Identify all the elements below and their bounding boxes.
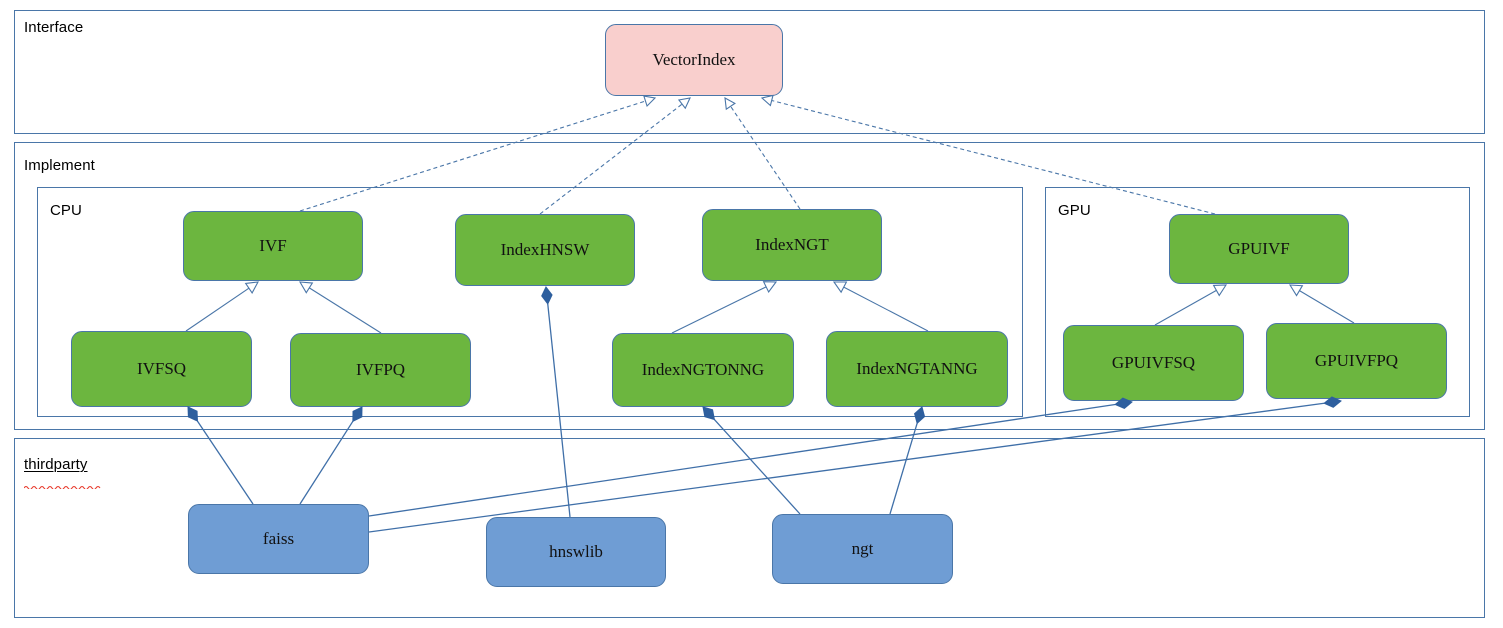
node-hnswlib[interactable]: hnswlib	[486, 517, 666, 587]
node-label-indexhnsw: IndexHNSW	[500, 239, 590, 259]
edge-faiss-to-gpuivfpq	[368, 402, 1325, 533]
edge-ngt-to-indexngtanng-diamond	[914, 406, 926, 425]
container-label-implement: Implement	[24, 157, 95, 174]
edge-indexngtanng-to-indexngt	[843, 286, 929, 332]
edge-gpuivf-to-vectorindex	[771, 99, 1216, 215]
edge-hnswlib-to-indexhnsw-diamond	[541, 286, 553, 305]
edge-gpuivfpq-to-gpuivf-arrowhead	[1288, 284, 1304, 297]
container-label-gpu: GPU	[1058, 202, 1091, 219]
node-label-indexngt: IndexNGT	[755, 234, 829, 254]
node-indexhnsw[interactable]: IndexHNSW	[455, 214, 635, 286]
edge-ivf-to-vectorindex	[299, 100, 646, 212]
node-ngt[interactable]: ngt	[772, 514, 953, 584]
node-label-gpuivf: GPUIVF	[1228, 238, 1290, 258]
edge-ivfpq-to-ivf-arrowhead	[298, 281, 314, 294]
node-ivf[interactable]: IVF	[183, 211, 363, 281]
edge-faiss-to-ivfpq	[299, 420, 354, 505]
container-gpu	[1045, 187, 1470, 417]
edge-gpuivfsq-to-gpuivf-arrowhead	[1212, 284, 1228, 297]
edge-ngt-to-indexngtonng-diamond	[702, 406, 716, 421]
container-implement	[14, 142, 1485, 430]
node-indexngtanng[interactable]: IndexNGTANNG	[826, 331, 1008, 407]
node-label-indexngtonng: IndexNGTONNG	[641, 359, 765, 379]
edge-ivfsq-to-ivf	[185, 287, 250, 332]
node-label-hnswlib: hnswlib	[549, 541, 603, 561]
node-label-indexngtanng: IndexNGTANNG	[856, 358, 978, 378]
node-label-faiss: faiss	[262, 528, 295, 548]
edge-ivfpq-to-ivf	[309, 287, 382, 334]
edge-ivf-to-vectorindex-arrowhead	[643, 95, 657, 108]
node-label-ngt: ngt	[851, 538, 874, 558]
edge-gpuivfsq-to-gpuivf	[1154, 289, 1217, 326]
node-ivfpq[interactable]: IVFPQ	[290, 333, 471, 407]
node-label-gpuivfsq: GPUIVFSQ	[1111, 352, 1196, 372]
container-label-thirdparty: thirdparty	[24, 456, 88, 473]
edge-indexhnsw-to-vectorindex	[539, 103, 683, 215]
container-label-cpu: CPU	[50, 202, 82, 219]
node-gpuivfpq[interactable]: GPUIVFPQ	[1266, 323, 1447, 399]
edge-hnswlib-to-indexhnsw	[547, 303, 571, 518]
node-gpuivfsq[interactable]: GPUIVFSQ	[1063, 325, 1244, 401]
edge-faiss-to-ivfsq	[196, 420, 254, 505]
edge-indexngtonng-to-indexngt-arrowhead	[762, 281, 778, 294]
edge-faiss-to-ivfpq-diamond	[352, 406, 363, 423]
node-label-gpuivfpq: GPUIVFPQ	[1314, 350, 1399, 370]
edge-indexhnsw-to-vectorindex-arrowhead	[677, 97, 691, 110]
node-gpuivf[interactable]: GPUIVF	[1169, 214, 1349, 284]
node-label-ivfpq: IVFPQ	[355, 359, 406, 379]
node-ivfsq[interactable]: IVFSQ	[71, 331, 252, 407]
edge-ngt-to-indexngtonng	[713, 419, 801, 515]
edge-gpuivfpq-to-gpuivf	[1299, 290, 1355, 324]
node-vectorindex[interactable]: VectorIndex	[605, 24, 783, 96]
edge-indexngtanng-to-indexngt-arrowhead	[832, 281, 848, 294]
edge-faiss-to-ivfsq-diamond	[187, 406, 198, 422]
edge-indexngtonng-to-indexngt	[671, 286, 767, 334]
edge-gpuivf-to-vectorindex-arrowhead	[760, 94, 774, 107]
node-faiss[interactable]: faiss	[188, 504, 369, 574]
node-label-ivf: IVF	[259, 235, 287, 255]
edge-faiss-to-gpuivfsq-diamond	[1114, 397, 1133, 409]
container-thirdparty	[14, 438, 1485, 618]
node-label-vectorindex: VectorIndex	[652, 49, 736, 69]
container-cpu	[37, 187, 1023, 417]
edge-ivfsq-to-ivf-arrowhead	[244, 281, 259, 294]
edge-ngt-to-indexngtanng	[889, 423, 918, 515]
node-indexngt[interactable]: IndexNGT	[702, 209, 882, 281]
container-label-interface: Interface	[24, 19, 84, 36]
edge-faiss-to-gpuivfsq	[368, 403, 1116, 517]
edge-indexngt-to-vectorindex-arrowhead	[724, 97, 736, 111]
node-label-ivfsq: IVFSQ	[136, 358, 187, 378]
container-interface	[14, 10, 1485, 134]
edge-faiss-to-gpuivfpq-diamond	[1323, 396, 1342, 408]
